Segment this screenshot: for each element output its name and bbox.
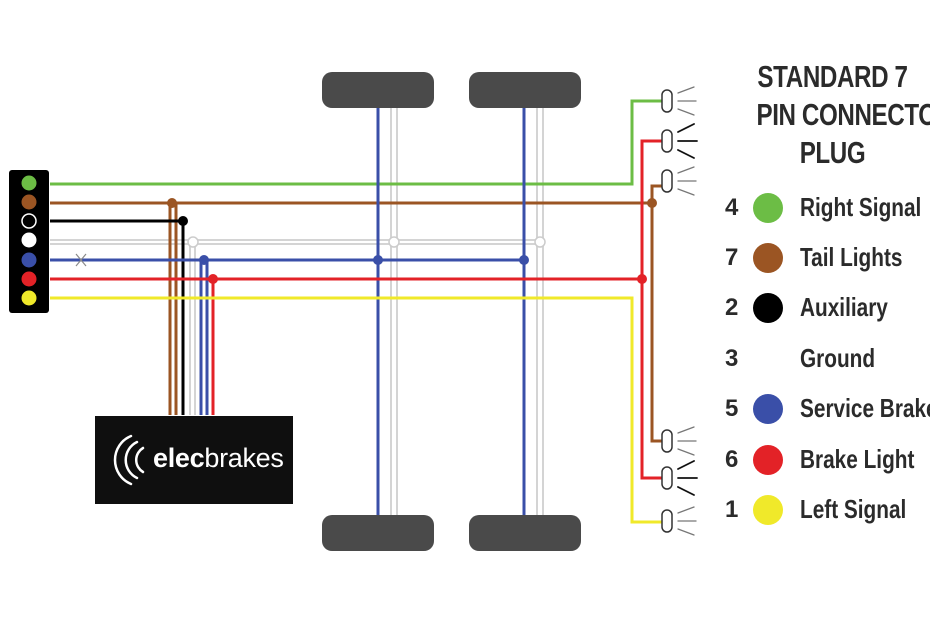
brake-light-node-right — [637, 274, 647, 284]
tire-front-left-top — [322, 72, 434, 108]
tail-lights-wire — [50, 184, 662, 443]
legend-label: Brake Light — [800, 444, 915, 474]
color-dot-icon — [753, 344, 783, 374]
lamp-rays — [677, 86, 698, 536]
pin-number: 7 — [725, 244, 739, 271]
legend-label: Tail Lights — [800, 242, 903, 272]
legend-item-tail-lights: 7 Tail Lights — [725, 240, 930, 276]
cross-mark — [75, 253, 87, 267]
legend-item-right-signal: 4 Right Signal — [725, 190, 930, 226]
color-dot-icon — [753, 445, 783, 475]
ground-nodes — [187, 236, 546, 248]
tire-rear-left-bottom — [469, 515, 581, 551]
legend-label: Service Brake — [800, 393, 930, 423]
color-dot-icon — [753, 243, 783, 273]
title-line-1: STANDARD 7 — [757, 59, 908, 94]
legend-label: Auxiliary — [800, 292, 888, 322]
title-line-2: PIN CONNECTOR — [756, 97, 930, 132]
color-dot-icon — [753, 495, 783, 525]
pin-number: 5 — [725, 395, 739, 422]
service-brake-node-axle1 — [373, 255, 383, 265]
lamp-icons — [661, 89, 673, 533]
auxiliary-node — [178, 216, 188, 226]
brand-wordmark: elecbrakes — [153, 443, 284, 473]
service-brake-wire — [50, 108, 526, 515]
service-brake-node — [199, 255, 209, 265]
right-signal-wire — [50, 99, 662, 186]
auxiliary-wire — [50, 219, 185, 415]
color-dot-icon — [753, 394, 783, 424]
service-brake-node-axle2 — [519, 255, 529, 265]
ground-wires — [50, 108, 544, 515]
tail-lights-node-right — [647, 198, 657, 208]
pin-number: 2 — [725, 294, 739, 321]
color-dot-icon — [753, 193, 783, 223]
legend-label: Left Signal — [800, 494, 907, 524]
legend-label: Ground — [800, 343, 876, 373]
connector-pins — [20, 174, 38, 307]
legend-item-ground: 3 Ground — [725, 341, 930, 377]
pin-number: 1 — [725, 496, 739, 523]
legend-label: Right Signal — [800, 192, 922, 222]
pin-number: 6 — [725, 446, 739, 473]
pin-number: 4 — [725, 194, 739, 221]
signal-waves-icon — [113, 434, 145, 486]
title-line-3: PLUG — [799, 135, 866, 170]
legend-item-service-brake: 5 Service Brake — [725, 391, 930, 427]
page-title: STANDARD 7 PIN CONNECTOR PLUG — [756, 58, 930, 172]
legend-item-left-signal: 1 Left Signal — [725, 492, 930, 528]
legend-item-auxiliary: 2 Auxiliary — [725, 290, 930, 326]
brake-light-node — [208, 274, 218, 284]
tire-front-left-bottom — [322, 515, 434, 551]
left-signal-wire — [50, 296, 662, 524]
pin-number: 3 — [725, 345, 739, 372]
tire-rear-left-top — [469, 72, 581, 108]
color-dot-icon — [753, 293, 783, 323]
elecbrakes-controller: elecbrakes — [95, 416, 293, 504]
brake-light-wire — [50, 139, 662, 480]
legend-item-brake-light: 6 Brake Light — [725, 442, 930, 478]
tail-lights-node — [167, 198, 177, 208]
